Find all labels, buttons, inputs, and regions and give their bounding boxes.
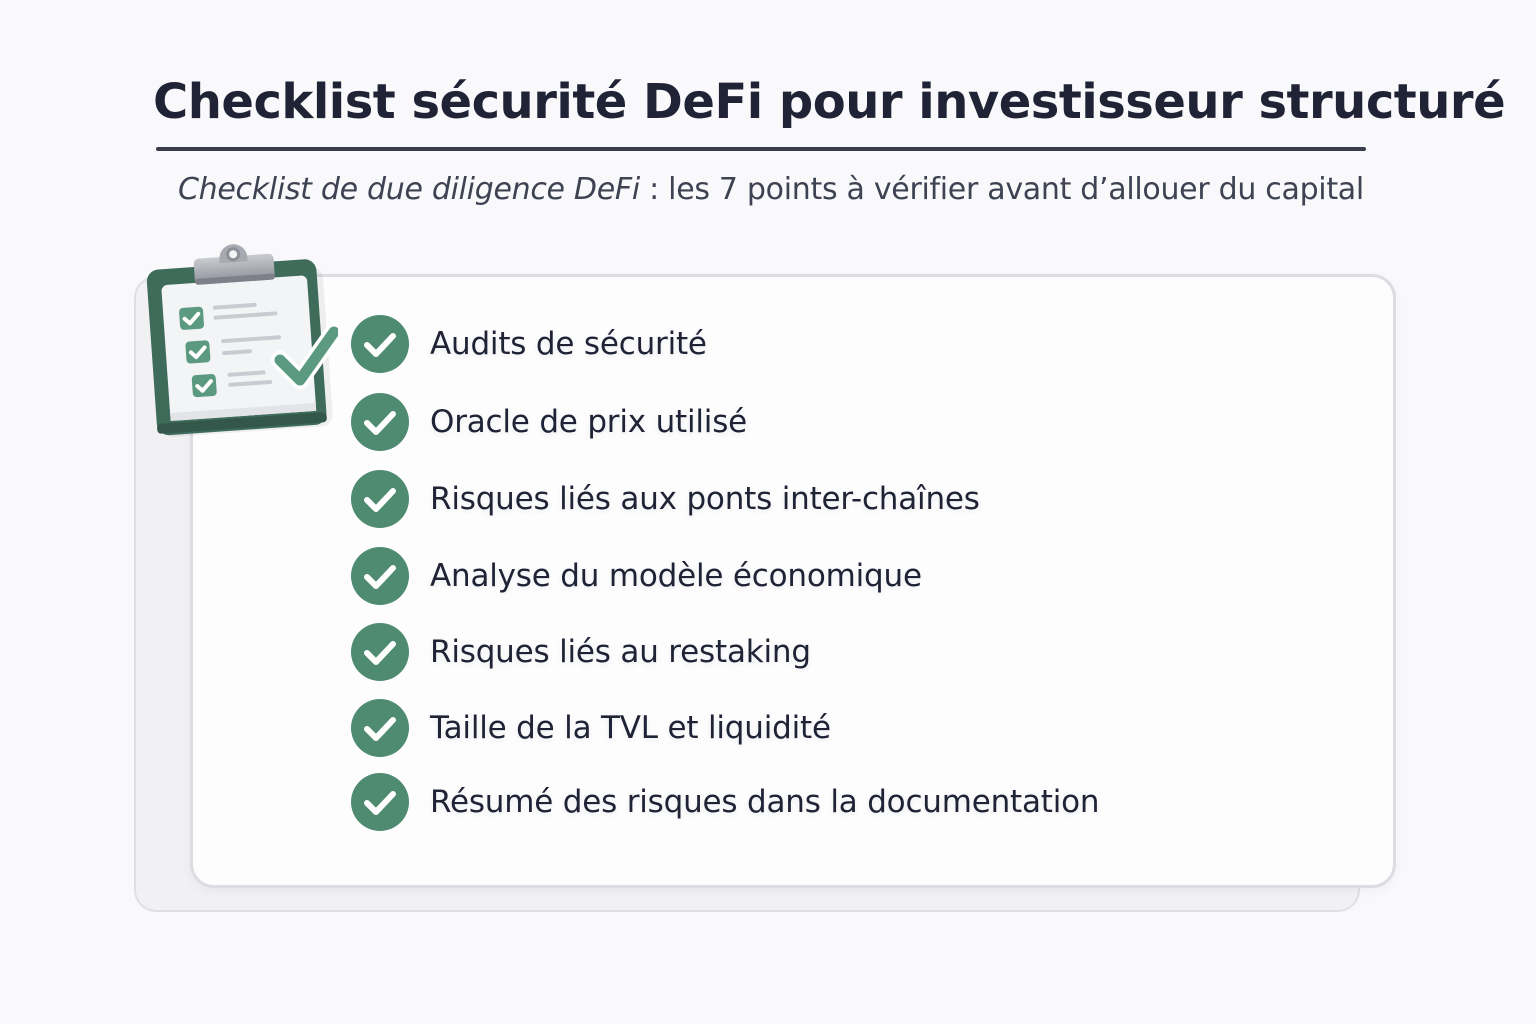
check-circle-icon — [351, 470, 409, 528]
checklist-item: Risques liés aux ponts inter-chaînes — [350, 469, 980, 529]
check-circle-icon — [351, 699, 409, 757]
checklist-item-label: Analyse du modèle économique — [430, 558, 922, 594]
checklist-item-label: Risques liés aux ponts inter-chaînes — [430, 481, 980, 517]
check-circle-icon — [351, 315, 409, 373]
checklist-item: Analyse du modèle économique — [350, 546, 922, 606]
checklist-item: Audits de sécurité — [350, 314, 707, 374]
checklist-item: Résumé des risques dans la documentation — [350, 772, 1100, 832]
check-circle-icon — [351, 623, 409, 681]
checklist-item-label: Oracle de prix utilisé — [430, 404, 748, 440]
check-circle-icon — [351, 547, 409, 605]
checklist-item: Risques liés au restaking — [350, 622, 811, 682]
checklist-item-label: Résumé des risques dans la documentation — [430, 784, 1100, 820]
subtitle-rest: : les 7 points à vérifier avant d’alloue… — [639, 172, 1364, 207]
page-title: Checklist sécurité DeFi pour investisseu… — [153, 74, 1506, 130]
page-subtitle: Checklist de due diligence DeFi : les 7 … — [178, 172, 1364, 207]
clipboard-checklist-icon — [146, 244, 338, 437]
checklist-item-label: Audits de sécurité — [430, 326, 707, 362]
check-circle-icon — [351, 393, 409, 451]
check-circle-icon — [351, 773, 409, 831]
checklist-item-label: Risques liés au restaking — [430, 634, 811, 670]
title-underline — [156, 147, 1366, 151]
checklist-item-label: Taille de la TVL et liquidité — [430, 710, 831, 746]
subtitle-lead: Checklist de due diligence DeFi — [178, 172, 640, 207]
checklist-item: Taille de la TVL et liquidité — [350, 698, 831, 758]
checklist-item: Oracle de prix utilisé — [350, 392, 747, 452]
